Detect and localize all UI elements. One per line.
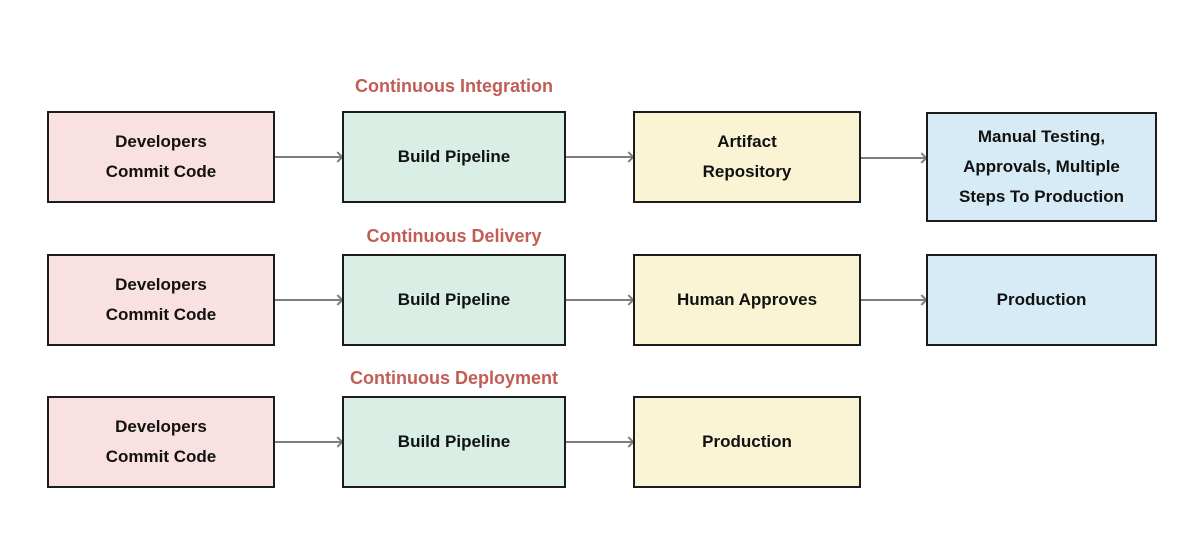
row-title-continuous-delivery: Continuous Delivery [366,226,542,246]
ci-node-artifact-repository: Artifact Repository [633,111,861,203]
flow-arrow [861,157,926,159]
flow-arrow [275,441,342,443]
cdp-node-developers-commit-code: Developers Commit Code [47,396,275,488]
flow-arrow [275,299,342,301]
flow-arrow [275,156,342,158]
flow-arrow [566,156,633,158]
row-title-continuous-integration: Continuous Integration [355,76,553,96]
flow-arrow [566,299,633,301]
cdp-node-production: Production [633,396,861,488]
ci-node-build-pipeline: Build Pipeline [342,111,566,203]
ci-node-manual-testing-approvals: Manual Testing, Approvals, Multiple Step… [926,112,1157,222]
flow-arrow [566,441,633,443]
cd-node-human-approves: Human Approves [633,254,861,346]
cd-node-production: Production [926,254,1157,346]
cd-node-build-pipeline: Build Pipeline [342,254,566,346]
row-title-continuous-deployment: Continuous Deployment [350,368,558,388]
flow-arrow [861,299,926,301]
cd-node-developers-commit-code: Developers Commit Code [47,254,275,346]
ci-node-developers-commit-code: Developers Commit Code [47,111,275,203]
cdp-node-build-pipeline: Build Pipeline [342,396,566,488]
